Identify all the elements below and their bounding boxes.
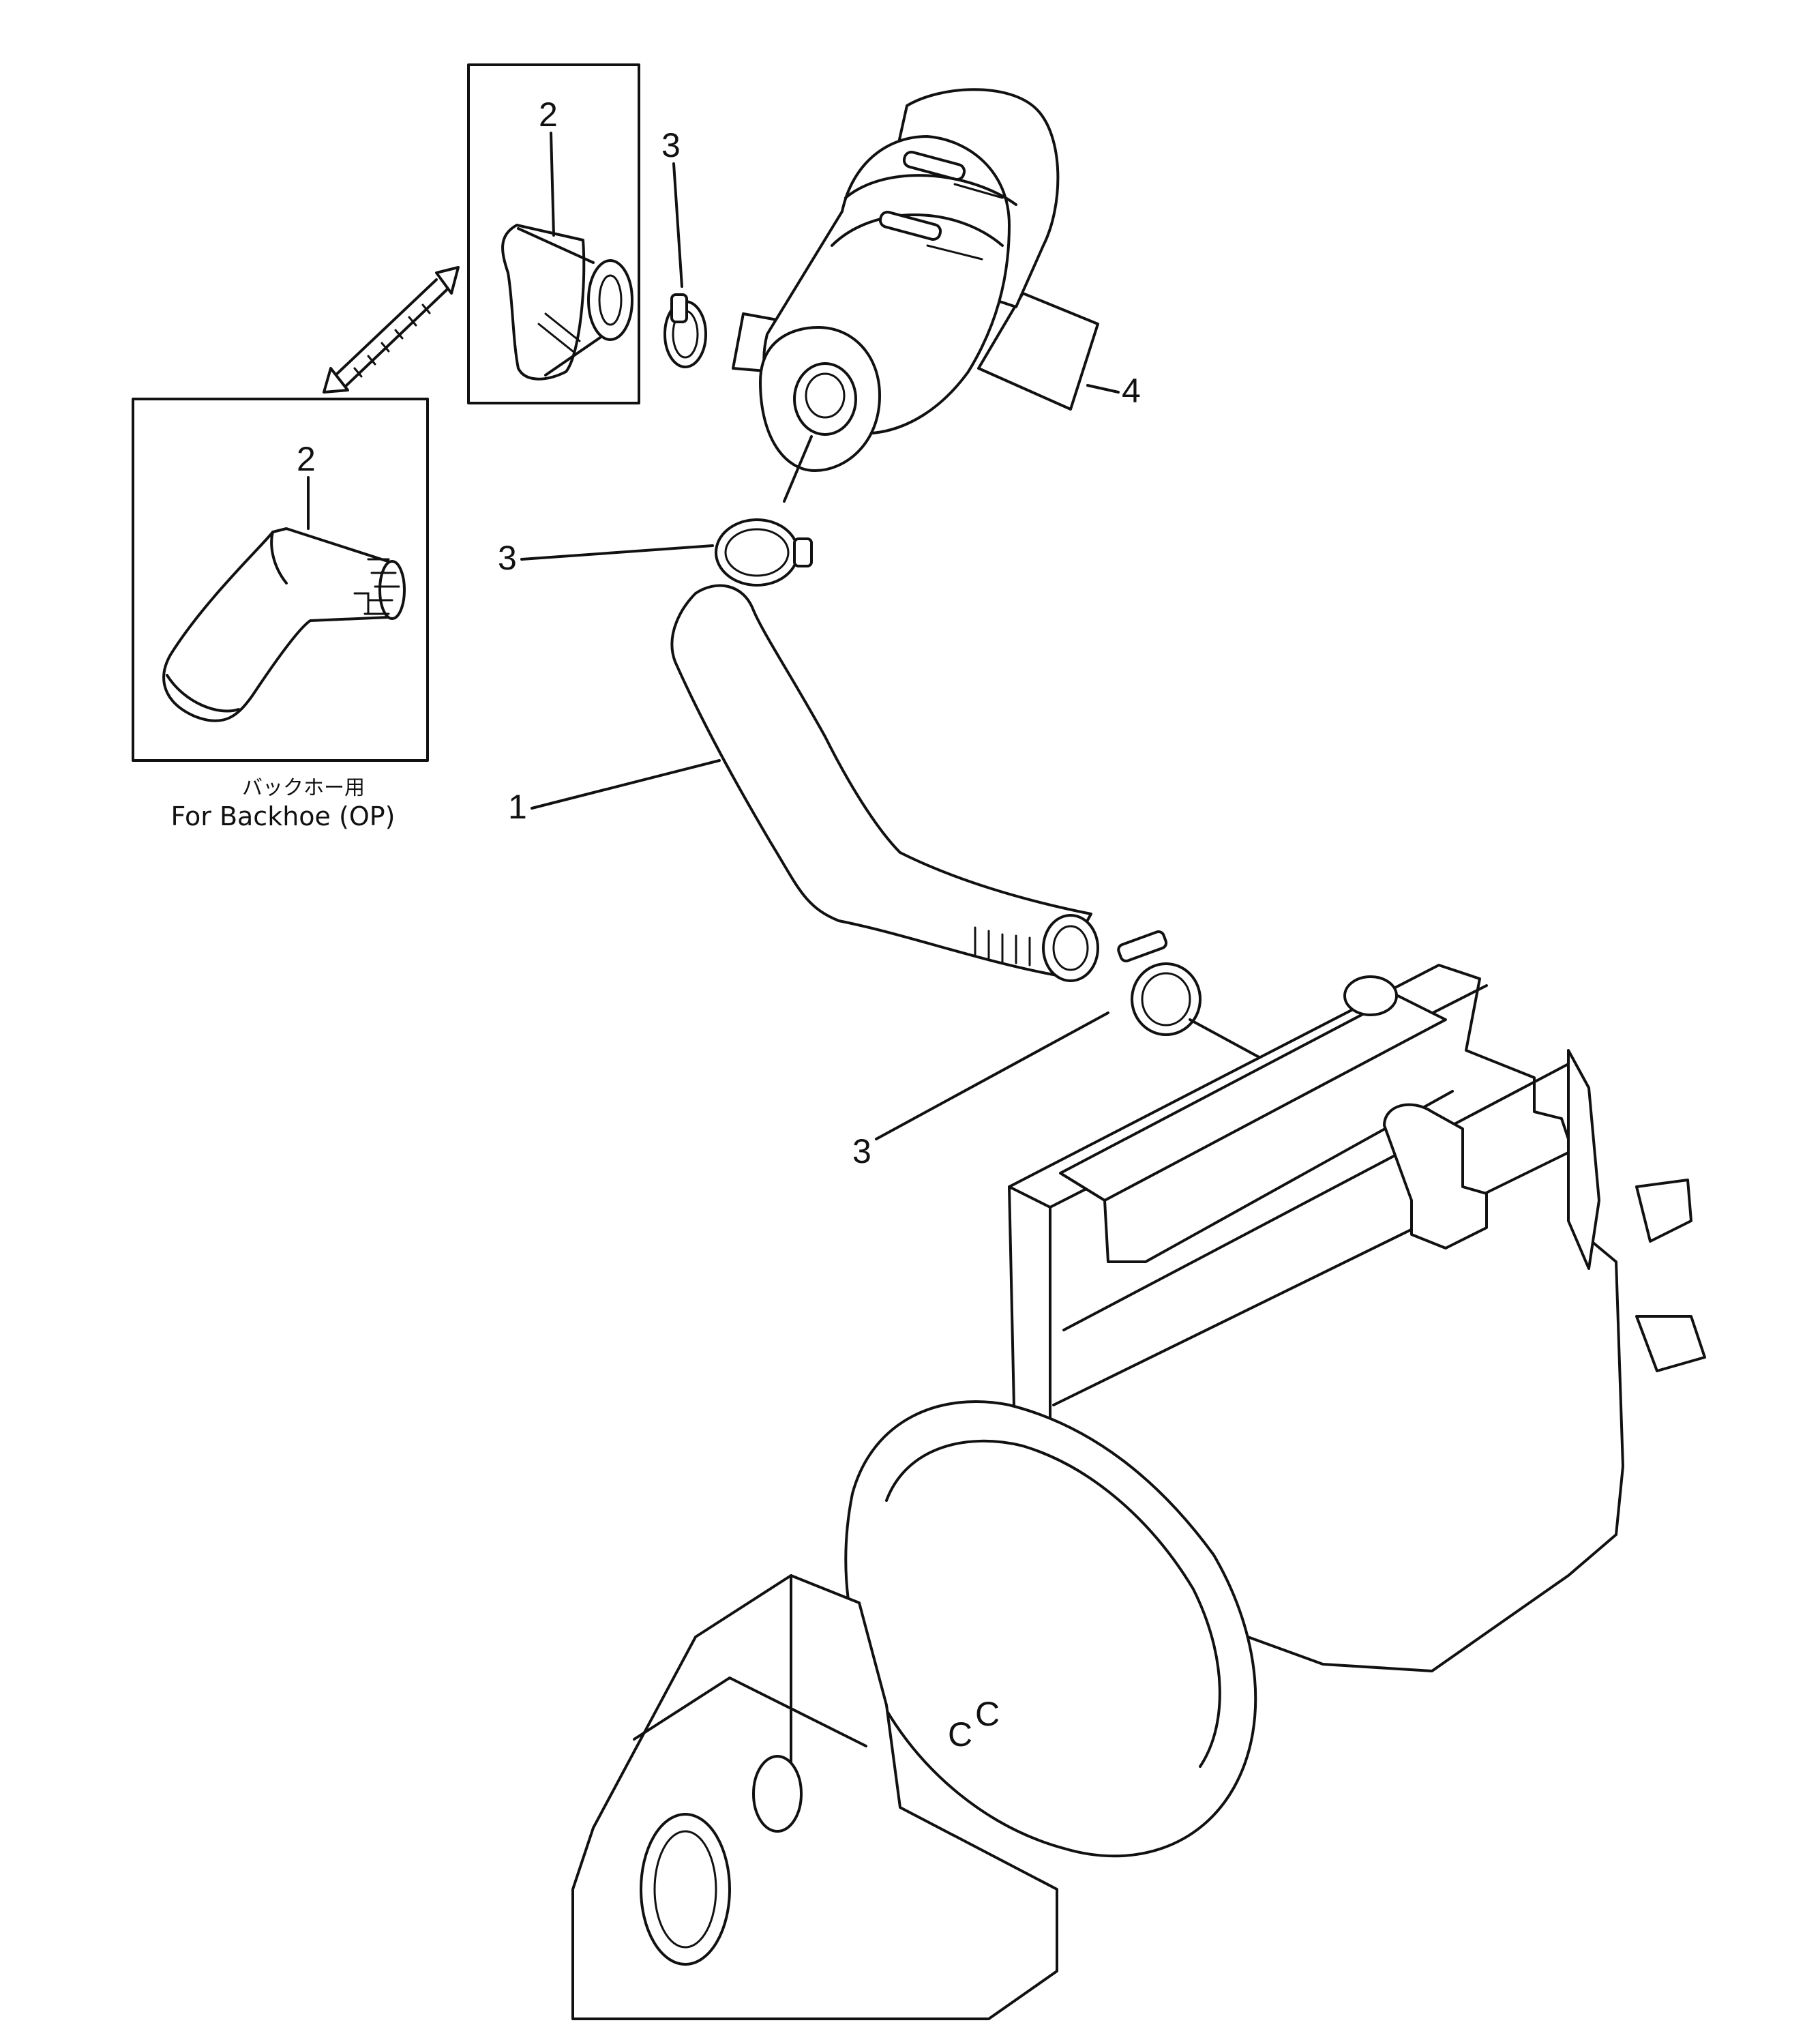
inset-box-backhoe: 2	[132, 398, 429, 762]
callout-4: 4	[1122, 372, 1141, 410]
callout-2-left: 2	[297, 440, 316, 478]
leader-3-middle	[520, 544, 714, 561]
hose-part-1	[670, 584, 1099, 982]
inset-box-top: 2	[467, 63, 640, 404]
leader-4	[1086, 384, 1120, 394]
callout-3-bottom: 3	[852, 1132, 871, 1170]
leader-2-top	[550, 132, 555, 237]
leader-1	[531, 759, 721, 810]
callout-1: 1	[508, 788, 527, 826]
swap-arrow-icon	[323, 266, 460, 394]
clamp-part-3-middle	[715, 518, 813, 587]
elbow-part-2-standard	[501, 224, 633, 381]
clamp-part-3-bottom	[1117, 930, 1202, 1036]
air-cleaner-part-4	[732, 88, 1099, 472]
engine-mark-1: C	[948, 1715, 972, 1754]
callout-3-top: 3	[661, 126, 681, 164]
clamp-part-3-top	[663, 293, 707, 368]
engine-mark-2: C	[975, 1695, 1000, 1733]
callout-2-top: 2	[539, 95, 558, 134]
leader-air-cleaner-outlet	[783, 435, 813, 503]
inset-caption-english: For Backhoe (OP)	[171, 801, 396, 831]
engine-assembly: C C	[571, 964, 1706, 2020]
inset-caption-japanese: バックホー用	[242, 776, 365, 800]
elbow-part-2-backhoe	[162, 527, 406, 722]
callout-3-middle: 3	[498, 539, 517, 577]
leader-3-top	[672, 162, 683, 288]
leader-3-bottom	[875, 1011, 1109, 1140]
